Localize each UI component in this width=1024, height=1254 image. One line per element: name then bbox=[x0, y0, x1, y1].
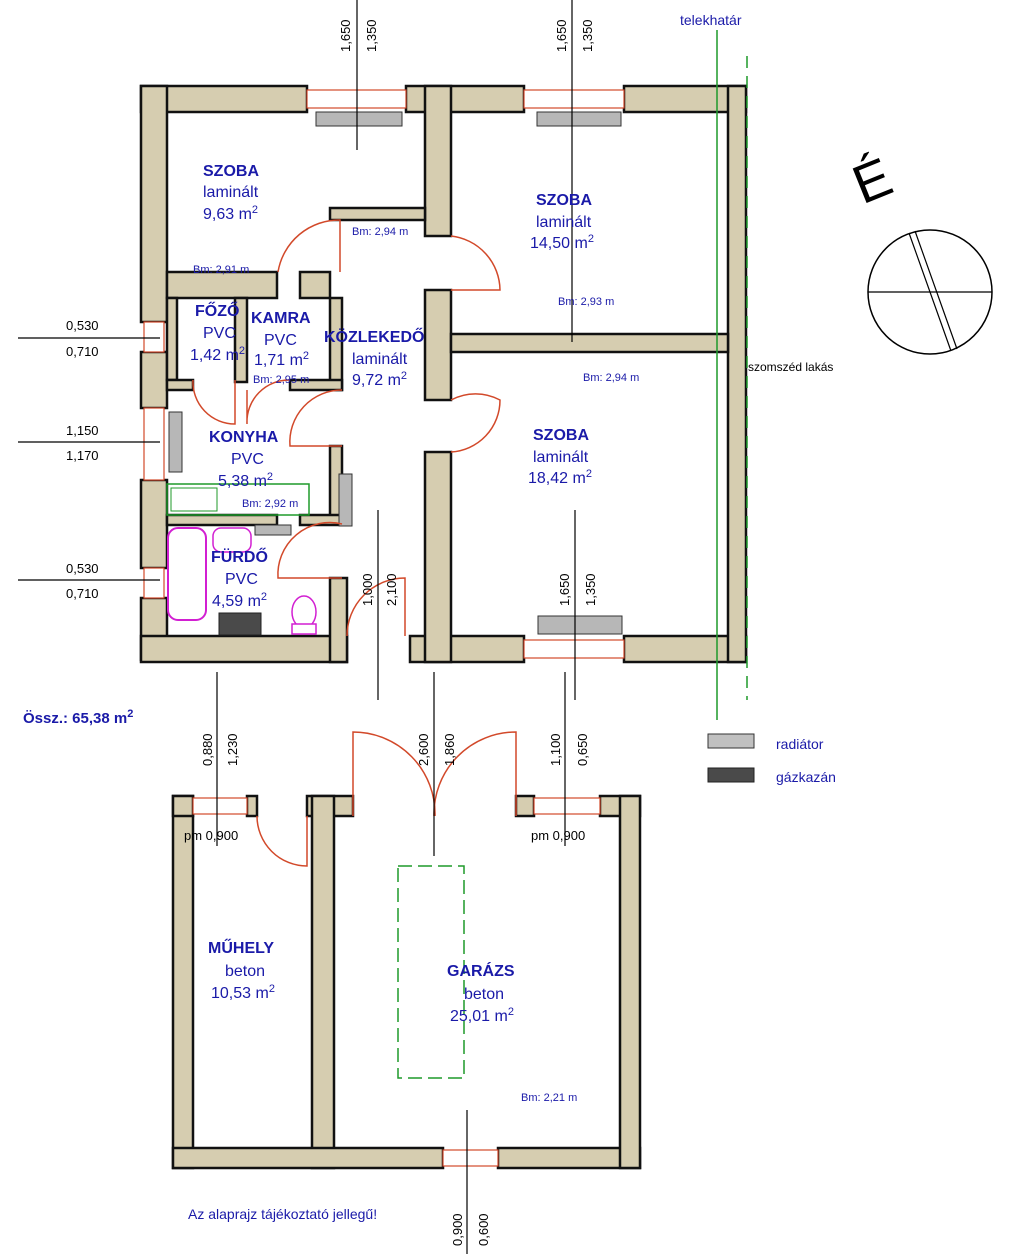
dim-win-bottom-a: 0,900 bbox=[450, 1213, 465, 1246]
dim-win-szoba3-a: 1,650 bbox=[557, 573, 572, 606]
room-szoba2-name: SZOBA bbox=[536, 192, 592, 209]
sink bbox=[212, 527, 252, 553]
legend-boiler-label: gázkazán bbox=[776, 769, 836, 785]
neighbour-label: szomszéd lakás bbox=[748, 360, 833, 374]
room-konyha-height: Bm: 2,92 m bbox=[242, 498, 298, 510]
dim-door-garage-a: 2,600 bbox=[416, 733, 431, 766]
room-kamra-area: 1,71 m2 bbox=[254, 350, 309, 369]
compass bbox=[867, 229, 993, 355]
fixtures bbox=[166, 483, 465, 1079]
room-szoba3-height: Bm: 2,94 m bbox=[583, 372, 639, 384]
room-szoba3-name: SZOBA bbox=[533, 427, 589, 444]
room-garazs-area: 25,01 m2 bbox=[450, 1006, 514, 1025]
dim-door-garage-b: 1,860 bbox=[442, 733, 457, 766]
dim-win-muhely-a: 0,880 bbox=[200, 733, 215, 766]
room-muhely-area: 10,53 m2 bbox=[211, 983, 275, 1002]
room-konyha-floor: PVC bbox=[231, 451, 264, 468]
room-furdo-area: 4,59 m2 bbox=[212, 591, 267, 610]
dim-win-garage-a: 1,100 bbox=[548, 733, 563, 766]
room-konyha-name: KONYHA bbox=[209, 429, 279, 446]
room-fozo-floor: PVC bbox=[203, 325, 236, 342]
disclaimer: Az alaprajz tájékoztató jellegű! bbox=[188, 1206, 377, 1222]
dim-win-left1-a: 0,530 bbox=[66, 318, 99, 333]
house-walls bbox=[139, 84, 748, 664]
room-garazs-floor: beton bbox=[464, 986, 504, 1003]
dim-win-szoba3-b: 1,350 bbox=[583, 573, 598, 606]
dimension-texts: 1,650 1,350 1,650 1,350 0,530 0,710 1,15… bbox=[66, 19, 598, 1246]
dim-win-muhely-b: 1,230 bbox=[225, 733, 240, 766]
boundary-label: telekhatár bbox=[680, 12, 742, 28]
room-kamra-floor: PVC bbox=[264, 332, 297, 349]
dimension-lines bbox=[18, 0, 576, 1254]
total-area: Össz.: 65,38 m2 bbox=[23, 708, 133, 727]
room-szoba2-area: 14,50 m2 bbox=[530, 233, 594, 252]
garage-walls bbox=[171, 794, 642, 1170]
room-kozlekedo-area: 9,72 m2 bbox=[352, 370, 407, 389]
legend-boiler-swatch bbox=[707, 767, 755, 783]
dim-door-main-a: 1,000 bbox=[360, 573, 375, 606]
room-szoba3-area: 18,42 m2 bbox=[528, 468, 592, 487]
dim-door-main-b: 2,100 bbox=[384, 573, 399, 606]
dim-win-top1-a: 1,650 bbox=[338, 19, 353, 52]
legend-radiator-swatch bbox=[707, 733, 755, 749]
legend: radiátor gázkazán bbox=[707, 733, 836, 785]
dim-win-left1-b: 0,710 bbox=[66, 344, 99, 359]
dim-pm1: pm 0,900 bbox=[184, 828, 238, 843]
dim-win-top1-b: 1,350 bbox=[364, 19, 379, 52]
north-label: É bbox=[844, 147, 900, 216]
toilet bbox=[291, 595, 317, 629]
room-muhely-name: MŰHELY bbox=[208, 938, 274, 957]
doors bbox=[192, 219, 517, 867]
room-szoba1-name: SZOBA bbox=[203, 163, 259, 180]
room-konyha-area: 5,38 m2 bbox=[218, 471, 273, 490]
room-fozo-name: FŐZŐ bbox=[195, 301, 239, 320]
room-fozo-area: 1,42 m2 bbox=[190, 345, 245, 364]
room-szoba1-floor: laminált bbox=[203, 184, 259, 201]
room-kamra-height: Bm: 2,95 m bbox=[253, 374, 309, 386]
parking-outline bbox=[397, 865, 465, 1079]
dim-win-left3-a: 0,530 bbox=[66, 561, 99, 576]
room-furdo-name: FÜRDŐ bbox=[211, 547, 268, 566]
room-muhely-floor: beton bbox=[225, 963, 265, 980]
dim-win-garage-b: 0,650 bbox=[575, 733, 590, 766]
dim-win-bottom-b: 0,600 bbox=[476, 1213, 491, 1246]
room-szoba3-floor: laminált bbox=[533, 449, 589, 466]
dim-win-top2-a: 1,650 bbox=[554, 19, 569, 52]
room-szoba2-floor: laminált bbox=[536, 214, 592, 231]
dim-pm2: pm 0,900 bbox=[531, 828, 585, 843]
dim-win-left2-a: 1,150 bbox=[66, 423, 99, 438]
room-kozlekedo-floor: laminált bbox=[352, 351, 408, 368]
kitchen-counter bbox=[166, 483, 310, 516]
room-garazs-height: Bm: 2,21 m bbox=[521, 1092, 577, 1104]
room-garazs-name: GARÁZS bbox=[447, 961, 515, 980]
radiators bbox=[168, 111, 623, 635]
room-kamra-name: KAMRA bbox=[251, 310, 311, 327]
dim-win-left3-b: 0,710 bbox=[66, 586, 99, 601]
stove bbox=[170, 487, 218, 512]
room-szoba1-height: Bm: 2,91 m bbox=[193, 264, 249, 276]
dim-win-left2-b: 1,170 bbox=[66, 448, 99, 463]
room-szoba2-height: Bm: 2,93 m bbox=[558, 296, 614, 308]
room-kozlekedo-name: KÖZLEKEDŐ bbox=[324, 327, 424, 346]
room-szoba1-area: 9,63 m2 bbox=[203, 204, 258, 223]
legend-radiator-label: radiátor bbox=[776, 736, 824, 752]
dim-win-top2-b: 1,350 bbox=[580, 19, 595, 52]
room-kozlekedo-height: Bm: 2,94 m bbox=[352, 226, 408, 238]
bathtub bbox=[167, 527, 207, 621]
room-furdo-floor: PVC bbox=[225, 571, 258, 588]
boiler bbox=[218, 612, 262, 636]
